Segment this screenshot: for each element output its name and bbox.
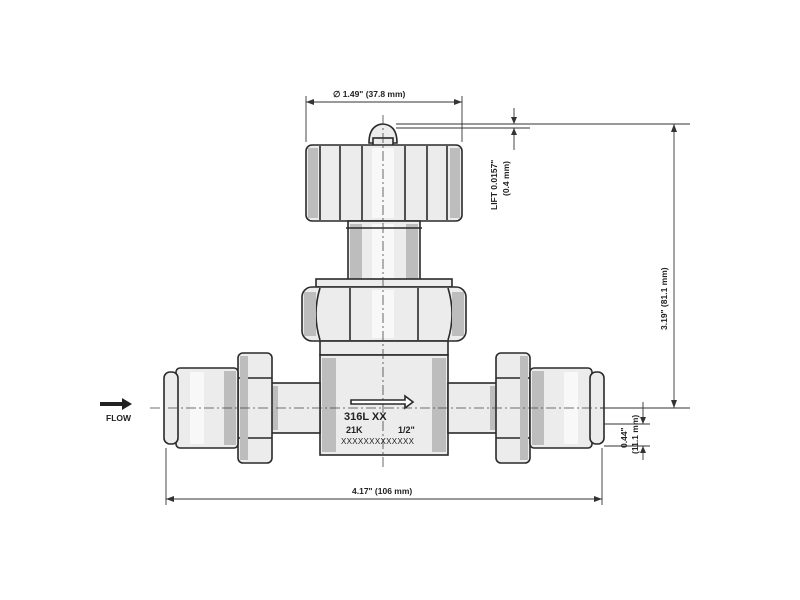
- dimension-centerline-offset: 0.44" (11.1 mm): [604, 402, 650, 460]
- dimension-overall-length: 4.17" (106 mm): [165, 448, 603, 505]
- dimension-height: 3.19" (81.1 mm): [530, 123, 690, 409]
- handle-knob: [305, 123, 463, 222]
- flow-indicator: FLOW: [100, 398, 132, 423]
- handle-diameter-label: ∅ 1.49" (37.8 mm): [333, 89, 406, 99]
- flow-label: FLOW: [106, 413, 132, 423]
- marking-serial: XXXXXXXXXXXXX: [341, 437, 415, 446]
- offset-label: 0.44": [619, 427, 629, 448]
- bonnet-nut: [301, 278, 467, 356]
- dimension-handle-diameter: ∅ 1.49" (37.8 mm): [305, 89, 463, 142]
- offset-mm-label: (11.1 mm): [630, 415, 640, 454]
- flow-arrow-icon: [100, 398, 132, 410]
- overall-length-label: 4.17" (106 mm): [352, 486, 412, 496]
- flow-direction-arrow-icon: [350, 394, 415, 410]
- marking-material: 316L XX: [344, 411, 387, 423]
- dimension-lift: LIFT 0.0157" (0.4 mm): [396, 108, 530, 210]
- marking-rating: 21K: [346, 425, 363, 435]
- right-fitting: [447, 352, 605, 464]
- stem: [346, 220, 422, 284]
- height-label: 3.19" (81.1 mm): [659, 267, 669, 330]
- center-lines: [150, 115, 650, 470]
- lift-mm-label: (0.4 mm): [501, 161, 511, 196]
- marking-size: 1/2": [398, 425, 415, 435]
- valve-body: [319, 354, 449, 456]
- body-marking: 316L XX 21K 1/2" XXXXXXXXXXXXX: [341, 394, 415, 446]
- lift-label: LIFT 0.0157": [489, 160, 499, 210]
